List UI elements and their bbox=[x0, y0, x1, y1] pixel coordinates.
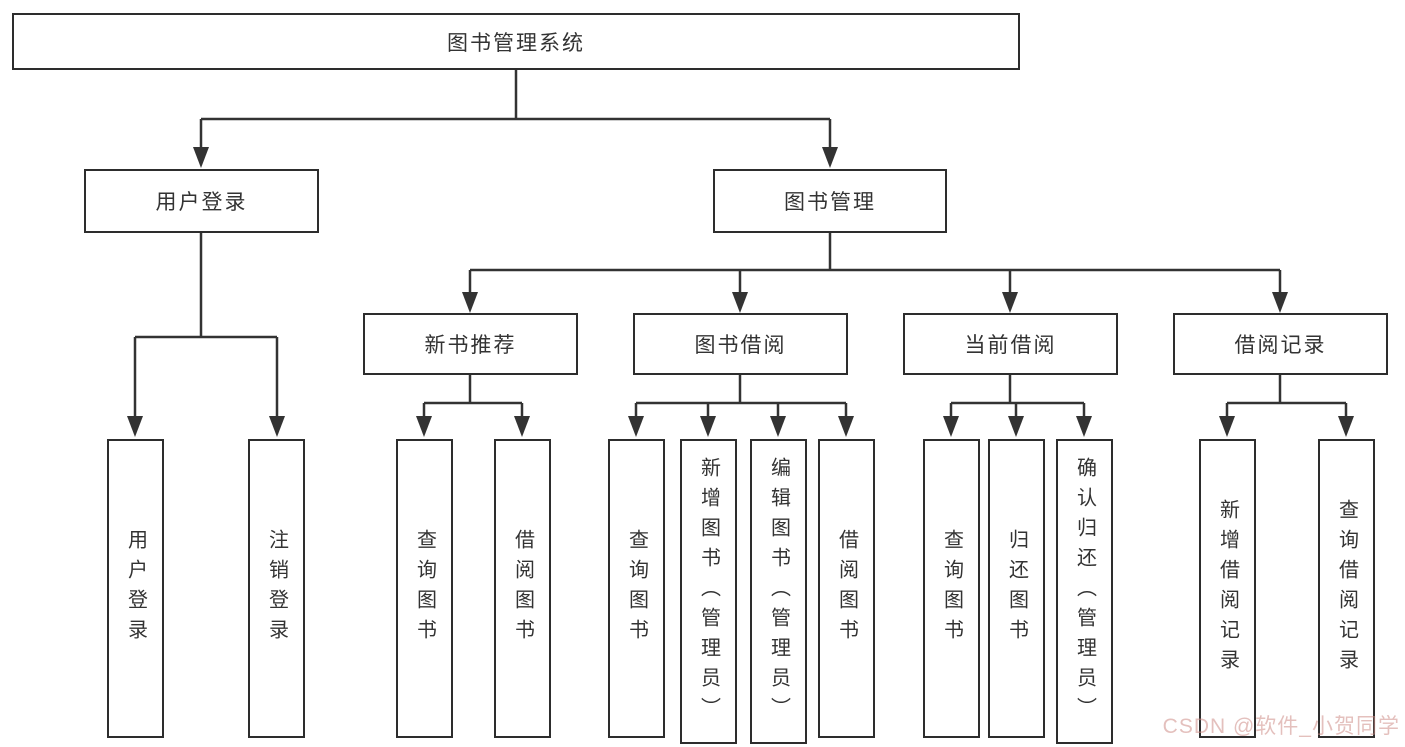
leaf-add-borrow-record: 新增借阅记录 bbox=[1199, 439, 1256, 738]
leaf-confirm-return-admin: 确认归还（管理员） bbox=[1056, 439, 1113, 744]
connector-paths bbox=[133, 70, 1348, 421]
leaf-confirm-return-admin-label: 确认归还（管理员） bbox=[1073, 456, 1096, 727]
node-root: 图书管理系统 bbox=[12, 13, 1020, 70]
node-book-borrow-label: 图书借阅 bbox=[694, 334, 787, 357]
leaf-return-books: 归还图书 bbox=[988, 439, 1045, 738]
leaf-logout: 注销登录 bbox=[248, 439, 305, 738]
leaf-newrec-borrow-books: 借阅图书 bbox=[494, 439, 551, 738]
leaf-user-login-label: 用户登录 bbox=[124, 528, 147, 649]
leaf-edit-books-admin-label: 编辑图书（管理员） bbox=[767, 456, 790, 727]
node-new-book-recommend: 新书推荐 bbox=[363, 313, 578, 375]
leaf-borrow-query-books-label: 查询图书 bbox=[625, 528, 648, 649]
node-user-login-label: 用户登录 bbox=[155, 191, 248, 214]
leaf-return-books-label: 归还图书 bbox=[1005, 528, 1028, 649]
node-root-label: 图书管理系统 bbox=[447, 31, 585, 55]
leaf-query-borrow-record-label: 查询借阅记录 bbox=[1335, 498, 1358, 679]
leaf-add-books-admin-label: 新增图书（管理员） bbox=[697, 456, 720, 727]
leaf-edit-books-admin: 编辑图书（管理员） bbox=[750, 439, 807, 744]
leaf-borrow-books-label: 借阅图书 bbox=[835, 528, 858, 649]
leaf-add-borrow-record-label: 新增借阅记录 bbox=[1216, 498, 1239, 679]
leaf-current-query-books-label: 查询图书 bbox=[940, 528, 963, 649]
node-current-borrow: 当前借阅 bbox=[903, 313, 1118, 375]
leaf-logout-label: 注销登录 bbox=[265, 528, 288, 649]
node-borrow-records: 借阅记录 bbox=[1173, 313, 1388, 375]
node-book-borrow: 图书借阅 bbox=[633, 313, 848, 375]
leaf-current-query-books: 查询图书 bbox=[923, 439, 980, 738]
node-user-login: 用户登录 bbox=[84, 169, 319, 233]
leaf-borrow-query-books: 查询图书 bbox=[608, 439, 665, 738]
arrow-down-icons bbox=[127, 147, 1354, 437]
leaf-query-borrow-record: 查询借阅记录 bbox=[1318, 439, 1375, 738]
leaf-borrow-books: 借阅图书 bbox=[818, 439, 875, 738]
leaf-newrec-query-books-label: 查询图书 bbox=[413, 528, 436, 649]
leaf-user-login: 用户登录 bbox=[107, 439, 164, 738]
node-borrow-records-label: 借阅记录 bbox=[1234, 334, 1327, 357]
node-new-book-recommend-label: 新书推荐 bbox=[424, 334, 517, 357]
leaf-newrec-borrow-books-label: 借阅图书 bbox=[511, 528, 534, 649]
node-book-management-label: 图书管理 bbox=[784, 191, 876, 214]
leaf-newrec-query-books: 查询图书 bbox=[396, 439, 453, 738]
node-current-borrow-label: 当前借阅 bbox=[964, 334, 1057, 357]
leaf-add-books-admin: 新增图书（管理员） bbox=[680, 439, 737, 744]
node-book-management: 图书管理 bbox=[713, 169, 947, 233]
